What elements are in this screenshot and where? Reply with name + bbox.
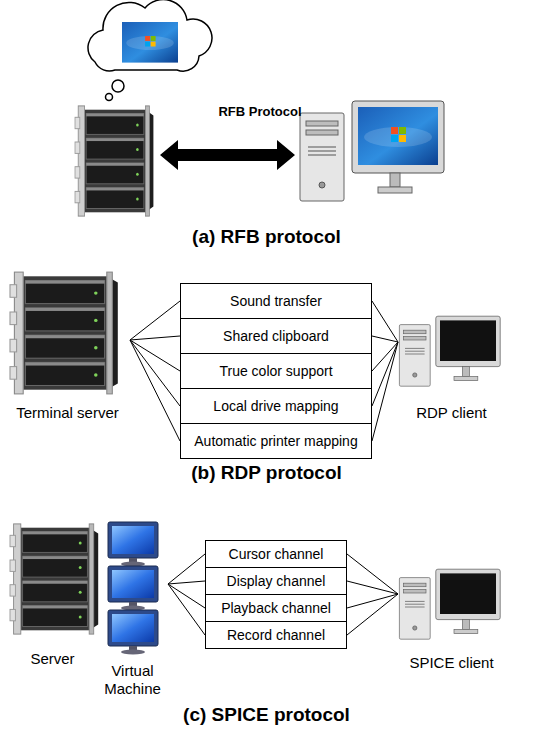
connector-line [168,554,205,584]
connector-line [372,342,398,406]
connector-line [168,581,205,584]
feature-box: Sound transfer [180,283,372,319]
monitor-icon [108,522,158,567]
box-label: True color support [219,363,332,380]
box-label: Automatic printer mapping [194,433,357,450]
channel-box: Display channel [205,567,347,595]
feature-box: Local drive mapping [180,388,372,424]
channel-box: Cursor channel [205,540,347,568]
monitor-icon [108,566,158,611]
icon-label: Terminal server [16,404,119,422]
monitor-icon [108,610,158,655]
connector-line [130,301,180,340]
channel-box: Record channel [205,621,347,649]
box-label: Shared clipboard [223,328,329,345]
icon-label: Server [30,650,74,668]
connector-line [347,594,398,608]
connector-line [347,594,398,635]
client-node: RDP client [398,310,505,422]
connector-line [372,342,398,441]
connector-line [372,301,398,342]
connector-line [347,581,398,594]
server-node: Terminal server [5,268,130,422]
box-label: Display channel [227,573,326,590]
connector-line [347,554,398,594]
connector-line [130,340,180,406]
thought-bubble [106,94,113,101]
connector-line [130,336,180,340]
icon-label: Virtual Machine [97,662,168,698]
connector-line [130,340,180,441]
server-icon [75,106,153,216]
icon-label: RDP client [416,404,487,422]
box-label: Cursor channel [229,546,324,563]
server-icon [10,524,98,634]
desktop-screen [122,22,178,63]
panel-caption: (c) SPICE protocol [0,704,533,727]
feature-box: Shared clipboard [180,318,372,354]
double-arrow [160,140,295,170]
connector-line [168,584,205,608]
box-label: Sound transfer [230,293,322,310]
server-node: Server [5,518,100,668]
box-label: Local drive mapping [213,398,338,415]
feature-box: True color support [180,353,372,389]
connector-line [372,336,398,342]
channel-box: Playback channel [205,594,347,622]
pc-icon [399,569,500,639]
desktop-screen [358,107,438,165]
client-node: SPICE client [398,560,505,672]
feature-box: Automatic printer mapping [180,423,372,459]
panel-caption: (b) RDP protocol [0,462,533,485]
protocol-label: RFB Protocol [216,104,304,120]
box-label: Playback channel [221,600,331,617]
pc-icon [300,101,444,201]
panel-caption: (a) RFB protocol [0,226,533,249]
pc-icon [399,316,500,386]
thought-cloud [88,0,212,71]
icon-label: SPICE client [409,654,493,672]
thought-bubble [112,80,124,92]
box-label: Record channel [227,627,325,644]
vm-node: Virtual Machine [97,518,168,698]
connector-line [168,584,205,635]
server-icon [10,272,118,394]
